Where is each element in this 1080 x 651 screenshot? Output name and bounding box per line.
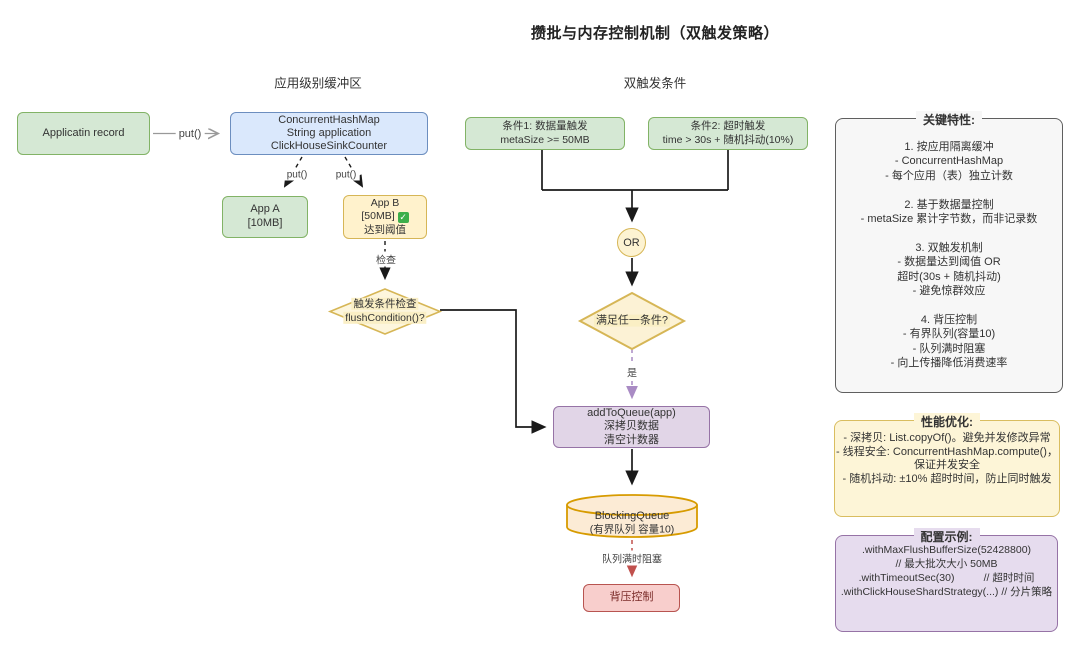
blocking-queue-label: BlockingQueue bbox=[594, 510, 670, 522]
panel-line: 3. 双触发机制 bbox=[915, 241, 983, 254]
panel-line: - 向上传播降低消费速率 bbox=[890, 357, 1008, 370]
any-cond-label: 满足任一条件? bbox=[593, 314, 671, 329]
check-icon: ✓ bbox=[397, 211, 409, 223]
node-line: App B bbox=[370, 197, 400, 210]
node-label: Applicatin record bbox=[42, 126, 125, 139]
panel-title: 性能优化: bbox=[914, 413, 980, 430]
panel-key-features: 关键特性: 1. 按应用隔离缓冲 - ConcurrentHashMap - 每… bbox=[835, 111, 1063, 393]
panel-line: 保证并发安全 bbox=[914, 459, 980, 472]
panel-config-example: 配置示例: .withMaxFlushBufferSize(52428800) … bbox=[835, 528, 1058, 632]
node-line: 触发条件检查 bbox=[351, 297, 419, 310]
node-line: 满足任一条件? bbox=[593, 314, 671, 327]
edge-label-queue-full: 队列满时阻塞 bbox=[599, 550, 665, 566]
blocking-queue-sublabel: (有界队列 容量10) bbox=[589, 523, 675, 536]
edge-label-put3: put() bbox=[332, 169, 360, 181]
panel-line bbox=[836, 298, 1062, 312]
panel-line bbox=[836, 183, 1062, 197]
node-app-a: App A [10MB] bbox=[222, 196, 308, 238]
edge-label-yes: 是 bbox=[624, 364, 640, 380]
node-line: App A bbox=[250, 203, 280, 216]
panel-line: - 避免惊群效应 bbox=[912, 285, 986, 298]
flush-check-label: 触发条件检查 flushCondition()? bbox=[343, 297, 427, 325]
node-line: [10MB] bbox=[247, 217, 283, 229]
node-line: 清空计数器 bbox=[604, 433, 659, 446]
panel-line: 1. 按应用隔离缓冲 bbox=[904, 141, 994, 153]
panel-line: .withClickHouseShardStrategy(...) // 分片策… bbox=[840, 586, 1053, 598]
node-line: time > 30s + 随机抖动(10%) bbox=[662, 133, 794, 146]
panel-line: - 有界队列(容量10) bbox=[902, 328, 996, 341]
panel-line: - 每个应用（表）独立计数 bbox=[885, 169, 1013, 182]
panel-content: 1. 按应用隔离缓冲 - ConcurrentHashMap - 每个应用（表）… bbox=[836, 119, 1062, 370]
panel-line: .withTimeoutSec(30) // 超时时间 bbox=[858, 572, 1035, 584]
node-line: metaSize >= 50MB bbox=[500, 133, 590, 146]
panel-line: 超时(30s + 随机抖动) bbox=[897, 270, 1001, 283]
panel-line: - 数据量达到阈值 OR bbox=[897, 256, 1001, 269]
edge-flush-check-to-add-queue bbox=[440, 309, 547, 434]
panel-line: - metaSize 累计字节数，而非记录数 bbox=[860, 213, 1038, 226]
node-concurrent-hashmap: ConcurrentHashMap String application Cli… bbox=[230, 112, 428, 155]
node-line: 条件1: 数据量触发 bbox=[502, 119, 588, 132]
panel-line bbox=[836, 226, 1062, 240]
panel-line: - ConcurrentHashMap bbox=[894, 155, 1004, 168]
panel-line: 4. 背压控制 bbox=[920, 313, 978, 326]
panel-line: // 最大批次大小 50MB bbox=[895, 558, 998, 570]
node-line: ClickHouseSinkCounter bbox=[270, 139, 388, 152]
or-node: OR bbox=[617, 228, 646, 257]
panel-content: - 深拷贝: List.copyOf()。避免并发修改异常 - 线程安全: Co… bbox=[835, 421, 1059, 486]
node-condition-1: 条件1: 数据量触发 metaSize >= 50MB bbox=[465, 117, 625, 150]
size-value: [50MB] bbox=[361, 210, 395, 223]
panel-content: .withMaxFlushBufferSize(52428800) // 最大批… bbox=[836, 536, 1057, 599]
node-line: 达到阈值 bbox=[364, 223, 406, 236]
node-label: OR bbox=[623, 236, 640, 249]
page-title: 攒批与内存控制机制（双触发策略） bbox=[530, 25, 779, 42]
node-add-to-queue: addToQueue(app) 深拷贝数据 清空计数器 bbox=[553, 406, 710, 448]
node-condition-2: 条件2: 超时触发 time > 30s + 随机抖动(10%) bbox=[648, 117, 808, 150]
panel-title: 配置示例: bbox=[913, 528, 980, 545]
panel-performance: 性能优化: - 深拷贝: List.copyOf()。避免并发修改异常 - 线程… bbox=[834, 413, 1060, 517]
section-label-buffer: 应用级别缓冲区 bbox=[274, 76, 362, 91]
panel-line: - 深拷贝: List.copyOf()。避免并发修改异常 bbox=[843, 432, 1051, 444]
node-label: 背压控制 bbox=[609, 591, 654, 604]
section-label-trigger: 双触发条件 bbox=[623, 76, 687, 91]
blocking-queue-cylinder bbox=[566, 494, 698, 538]
edge-label-put2: put() bbox=[283, 169, 311, 181]
panel-line: - 随机抖动: ±10% 超时时间，防止同时触发 bbox=[842, 472, 1052, 485]
panel-line: 2. 基于数据量控制 bbox=[904, 198, 994, 211]
panel-title: 关键特性: bbox=[916, 111, 982, 128]
node-application-record: Applicatin record bbox=[17, 112, 150, 155]
node-app-b: App B [50MB] ✓ 达到阈值 bbox=[343, 195, 427, 239]
edge-conditions-merge bbox=[541, 150, 729, 191]
panel-line: - 线程安全: ConcurrentHashMap.compute()， bbox=[836, 445, 1058, 458]
node-line: ConcurrentHashMap bbox=[278, 114, 380, 127]
node-line: 深拷贝数据 bbox=[604, 420, 659, 433]
node-line: [50MB] ✓ bbox=[361, 210, 409, 223]
node-line: addToQueue(app) bbox=[587, 407, 676, 420]
edge-label-check: 检查 bbox=[373, 251, 399, 267]
panel-line: .withMaxFlushBufferSize(52428800) bbox=[861, 544, 1032, 556]
node-line: String application bbox=[286, 127, 372, 140]
node-backpressure: 背压控制 bbox=[583, 584, 680, 612]
node-line: flushCondition()? bbox=[343, 312, 427, 324]
edge-label-put1: put() bbox=[175, 128, 205, 140]
panel-line: - 队列满时阻塞 bbox=[912, 342, 986, 355]
node-line: 条件2: 超时触发 bbox=[690, 119, 766, 132]
